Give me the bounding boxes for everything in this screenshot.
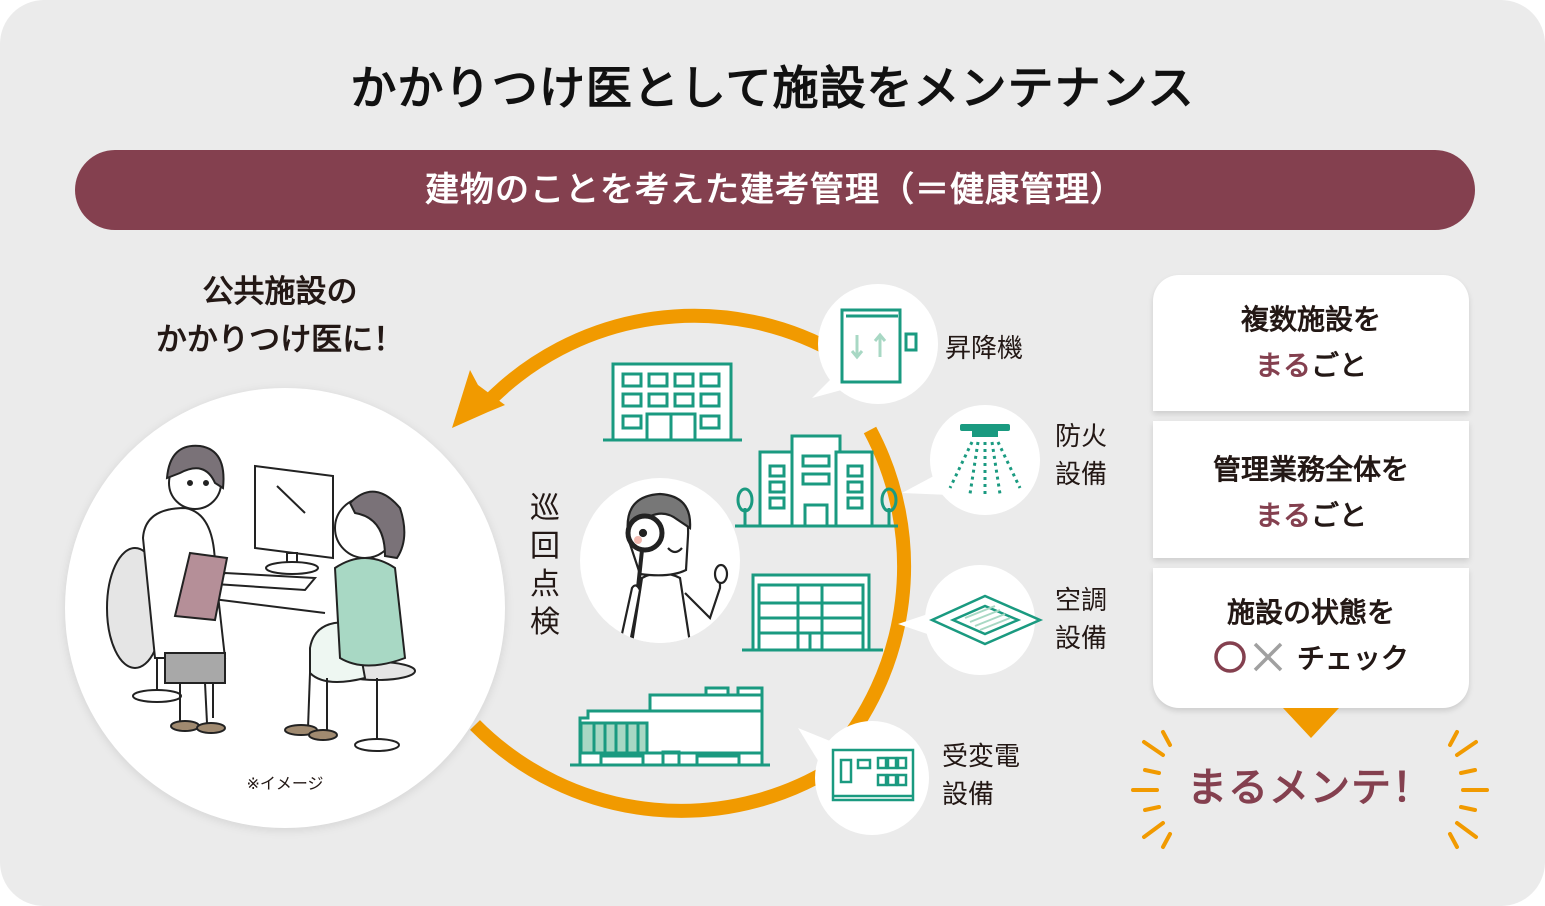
cycle-arrow-bottom-arc [470,720,849,818]
equipment-label-line: 空調 [1055,586,1108,616]
feature-card-status-check: 施設の状態を チェック [1153,568,1469,708]
sprinkler-icon [948,424,1022,495]
cross-icon [1253,642,1283,672]
cycle-arrowhead [452,370,505,428]
down-arrow-icon [1283,708,1339,738]
cycle-label-char: 回 [530,529,560,564]
feature-line2: まるごと [1153,493,1469,539]
school-building-icon [742,573,883,652]
equipment-label-line: 防火 [1055,422,1108,452]
equipment-label-power: 受変電 設備 [942,738,1020,814]
left-heading-line1: 公共施設の [202,274,358,310]
inspector-with-magnifier-illustration [618,492,729,643]
equipment-label-fire: 防火 設備 [1055,418,1107,494]
equipment-label-line: 設備 [1055,460,1108,490]
feature-accent: まる [1254,499,1311,532]
cycle-label-char: 検 [530,605,560,640]
concept-banner: 建物のことを考えた建考管理（＝健康管理） [75,150,1475,230]
inspector-circle [580,478,740,643]
check-symbols [1214,641,1283,673]
burst-lines-left [1131,730,1172,849]
bubble-sprinkler [902,405,1040,515]
switchboard-icon [831,748,915,802]
cycle-label-vertical: 巡 回 点 検 [525,490,565,642]
page-title: かかりつけ医として施設をメンテナンス [350,61,1195,115]
left-heading: 公共施設の かかりつけ医に！ [120,268,440,364]
feature-card-multiple-facilities: 複数施設を まるごと [1153,275,1469,411]
cycle-arrow-top-arc [479,308,844,410]
equipment-label-line: 昇降機 [945,334,1024,364]
equipment-label-line: 受変電 [942,742,1021,772]
feature-rest: チェック [1296,642,1409,675]
equipment-label-elevator: 昇降機 [945,330,1023,368]
elevator-icon [840,308,918,384]
equipment-label-line: 設備 [1055,624,1108,654]
cycle-label-char: 巡 [530,491,560,526]
feature-rest: ごと [1311,349,1368,382]
image-note: ※イメージ [246,774,324,793]
hospital-building-icon [735,434,898,528]
gymnasium-building-icon [570,686,770,767]
left-heading-line2: かかりつけ医に！ [155,322,405,358]
burst-lines-right [1448,730,1489,849]
equipment-label-hvac: 空調 設備 [1055,582,1107,658]
bubble-elevator [812,284,938,404]
feature-line2: まるごと [1153,343,1469,389]
doctor-consultation-illustration [106,444,416,752]
bubble-switchboard [798,721,929,835]
feature-line1: 管理業務全体を [1212,453,1409,486]
feature-card-whole-management: 管理業務全体を まるごと [1153,421,1469,558]
result-text: まるメンテ！ [1187,765,1433,811]
circle-icon [1214,641,1246,673]
cycle-arrow-right-arc [824,426,912,765]
feature-line2: チェック [1153,636,1469,682]
cycle-label-char: 点 [530,567,560,602]
feature-line1: 複数施設を [1240,303,1381,336]
feature-accent: まる [1254,349,1311,382]
office-building-icon [603,362,742,442]
bubble-air-conditioner [898,565,1044,675]
equipment-label-line: 設備 [942,780,995,810]
feature-line1: 施設の状態を [1226,596,1395,629]
air-conditioner-icon [928,594,1044,646]
feature-rest: ごと [1311,499,1368,532]
clinic-illustration-circle: ※イメージ [65,388,505,828]
